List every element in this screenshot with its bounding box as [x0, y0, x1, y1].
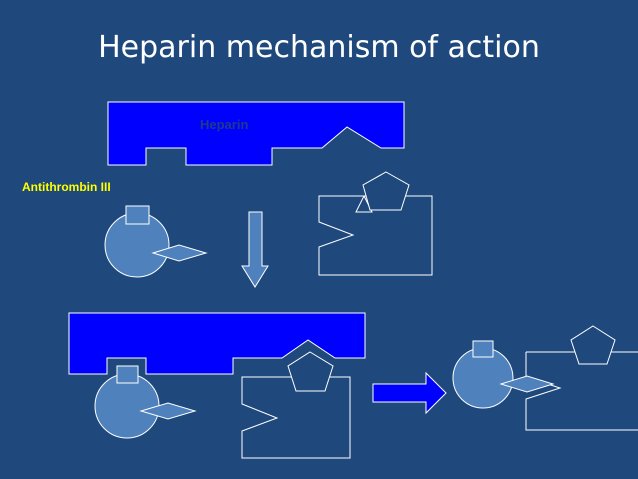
heparin-molecule [107, 101, 405, 166]
right-arrow [372, 371, 447, 415]
down-arrow [241, 211, 269, 288]
antithrombin-label: Antithrombin III [22, 180, 111, 194]
antithrombin-molecule-bound [94, 365, 197, 439]
heparin-label: Heparin [200, 117, 249, 132]
heparin-molecule-bound [68, 312, 366, 375]
thrombin-molecule-bound [241, 351, 351, 459]
slide-title: Heparin mechanism of action [98, 30, 540, 65]
antithrombin-thrombin-complex [452, 325, 638, 431]
thrombin-molecule [318, 171, 433, 276]
antithrombin-molecule [104, 205, 208, 278]
